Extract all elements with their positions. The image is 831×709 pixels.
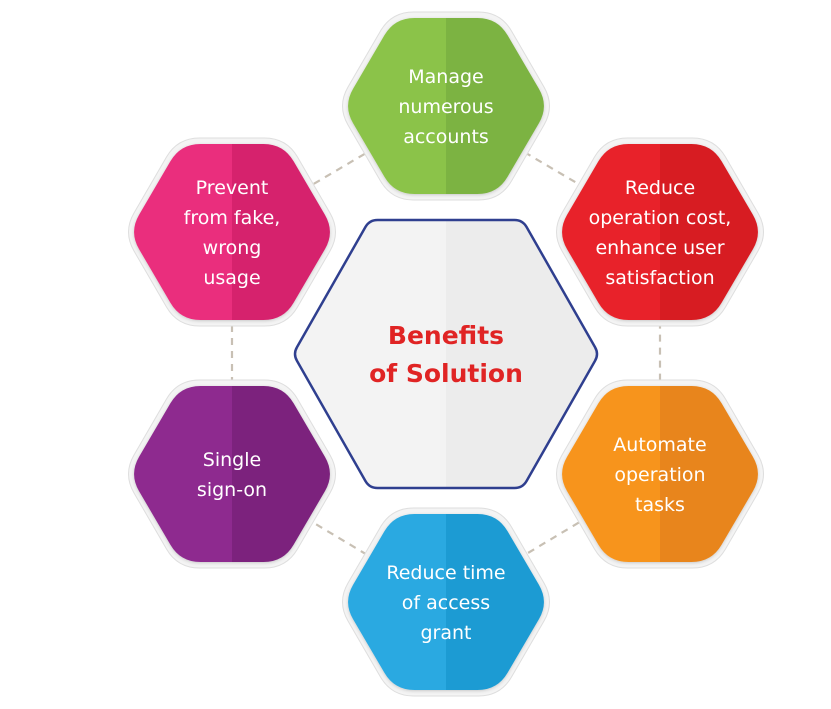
center-title-line: of Solution — [369, 359, 523, 388]
hex-shape — [348, 18, 544, 194]
hex-label-line: of access — [402, 592, 490, 614]
hex-label-line: Automate — [613, 434, 706, 456]
hex-shape — [562, 144, 758, 320]
hex-shape — [134, 386, 330, 562]
hex-node-single-sign-on: Single sign-on — [128, 379, 336, 569]
hex-shape — [562, 386, 758, 562]
hex-label-line: Prevent — [196, 177, 269, 199]
hex-node-manage-accounts: Manage numerous accounts — [342, 11, 550, 201]
hex-label-line: satisfaction — [605, 267, 714, 289]
hex-label-line: accounts — [403, 126, 489, 148]
center-hexagon: Benefits of Solution — [293, 218, 599, 490]
hex-label-line: operation cost, — [589, 207, 732, 229]
hex-label-line: Single — [203, 449, 261, 471]
hex-label-line: numerous — [398, 96, 493, 118]
hex-label-line: tasks — [635, 494, 685, 516]
hex-label-line: enhance user — [595, 237, 724, 259]
hex-shape — [348, 514, 544, 690]
hex-label-line: Manage — [408, 66, 483, 88]
hex-label-line: sign-on — [197, 479, 267, 501]
hex-node-automate-operation-tasks: Automate operation tasks — [556, 379, 764, 569]
hex-shape — [134, 144, 330, 320]
hex-label-line: grant — [420, 622, 471, 644]
hex-node-prevent-fake-usage: Prevent from fake, wrong usage — [128, 137, 336, 327]
hex-node-reduce-access-grant-time: Reduce time of access grant — [342, 507, 550, 697]
center-title-line: Benefits — [388, 321, 504, 350]
hex-node-reduce-operation-cost: Reduce operation cost, enhance user satisfa… — [556, 137, 764, 327]
hex-label-line: Reduce — [625, 177, 695, 199]
hex-label-line: from fake, — [184, 207, 281, 229]
hex-label-line: operation — [614, 464, 705, 486]
hex-label-line: wrong — [203, 237, 262, 259]
center-hex-shape — [293, 218, 599, 490]
hex-label-line: Reduce time — [386, 562, 505, 584]
hex-label-line: usage — [203, 267, 260, 289]
